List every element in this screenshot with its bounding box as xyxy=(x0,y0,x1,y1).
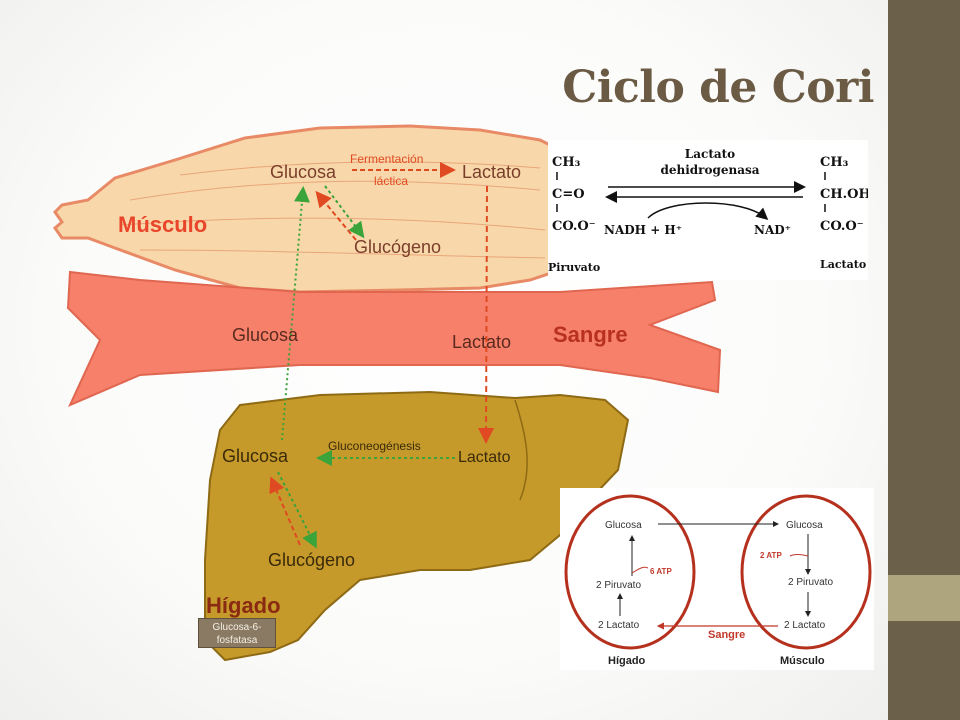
liver-label: Hígado xyxy=(206,593,281,618)
cycle-muscle-pyruvate: 2 Piruvato xyxy=(788,577,833,588)
cycle-muscle-glucose: Glucosa xyxy=(786,520,823,531)
pyruvate-line1: CH₃ xyxy=(552,155,581,170)
enzyme-name-line1: Lactato xyxy=(685,147,735,161)
pyruvate-line3: CO.O⁻ xyxy=(552,219,596,234)
nad-label: NAD⁺ xyxy=(754,223,791,237)
liver-circle xyxy=(564,494,696,650)
blood-lactate-label: Lactato xyxy=(452,332,511,352)
cycle-liver-pyruvate: 2 Piruvato xyxy=(596,580,641,591)
pyruvate-line2: C=O xyxy=(552,187,585,202)
blood-vessel-shape xyxy=(66,270,722,407)
muscle-label: Músculo xyxy=(118,212,207,237)
blood-label: Sangre xyxy=(553,322,628,347)
blood-glucose-label: Glucosa xyxy=(232,325,299,345)
lactate-name: Lactato xyxy=(820,258,866,271)
cycle-liver-label: Hígado xyxy=(608,655,646,667)
muscle-lactate-label: Lactato xyxy=(462,162,521,182)
ldh-reaction-panel: CH₃ C=O CO.O⁻ Piruvato CH₃ CH.OH CO.O⁻ L… xyxy=(548,140,868,280)
g6p-line2: fosfatasa xyxy=(216,635,258,646)
cori-cycle-schematic: Glucosa 2 Piruvato 2 Lactato Glucosa 2 P… xyxy=(560,488,874,670)
lactate-line3: CO.O⁻ xyxy=(820,219,864,234)
lactate-line1: CH₃ xyxy=(820,155,849,170)
cycle-muscle-label: Músculo xyxy=(780,655,825,667)
enzyme-name-line2: dehidrogenasa xyxy=(660,163,759,177)
cycle-liver-glucose: Glucosa xyxy=(605,520,642,531)
liver-glucose-label: Glucosa xyxy=(222,446,289,466)
muscle-glycogen-label: Glucógeno xyxy=(354,237,441,257)
pyruvate-name: Piruvato xyxy=(548,261,600,274)
cycle-blood-label: Sangre xyxy=(708,629,745,641)
g6p-line1: Glucosa-6- xyxy=(212,622,262,633)
muscle-glucose-glycogen-arrows xyxy=(315,185,365,241)
glucose-6-phosphatase-note: Glucosa-6- fosfatasa xyxy=(198,618,276,648)
cycle-arrows xyxy=(617,521,811,630)
muscle-circle xyxy=(740,494,872,650)
liver-glycogen-label: Glucógeno xyxy=(268,550,355,570)
lactate-down-arrow xyxy=(478,185,495,444)
liver-glucose-glycogen-arrows xyxy=(269,471,317,549)
fermentation-label-line2: láctica xyxy=(374,174,408,188)
sidebar-accent-block xyxy=(888,575,960,621)
lactate-line2: CH.OH xyxy=(820,187,868,202)
gluconeogenesis-label: Gluconeogénesis xyxy=(328,439,421,453)
liver-lactate-label: Lactato xyxy=(458,449,511,466)
nadh-label: NADH + H⁺ xyxy=(604,223,682,237)
muscle-glucose-label: Glucosa xyxy=(270,162,337,182)
reversible-arrows xyxy=(605,181,806,220)
cycle-muscle-atp: 2 ATP xyxy=(760,551,782,560)
cycle-liver-atp: 6 ATP xyxy=(650,567,672,576)
cycle-liver-lactate: 2 Lactato xyxy=(598,620,640,631)
cycle-muscle-lactate: 2 Lactato xyxy=(784,620,826,631)
slide-title: Ciclo de Cori xyxy=(562,62,874,113)
liver-shape xyxy=(204,390,630,662)
glucose-up-arrow xyxy=(281,186,310,441)
fermentation-label-line1: Fermentación xyxy=(350,152,423,166)
muscle-shape xyxy=(52,124,562,294)
